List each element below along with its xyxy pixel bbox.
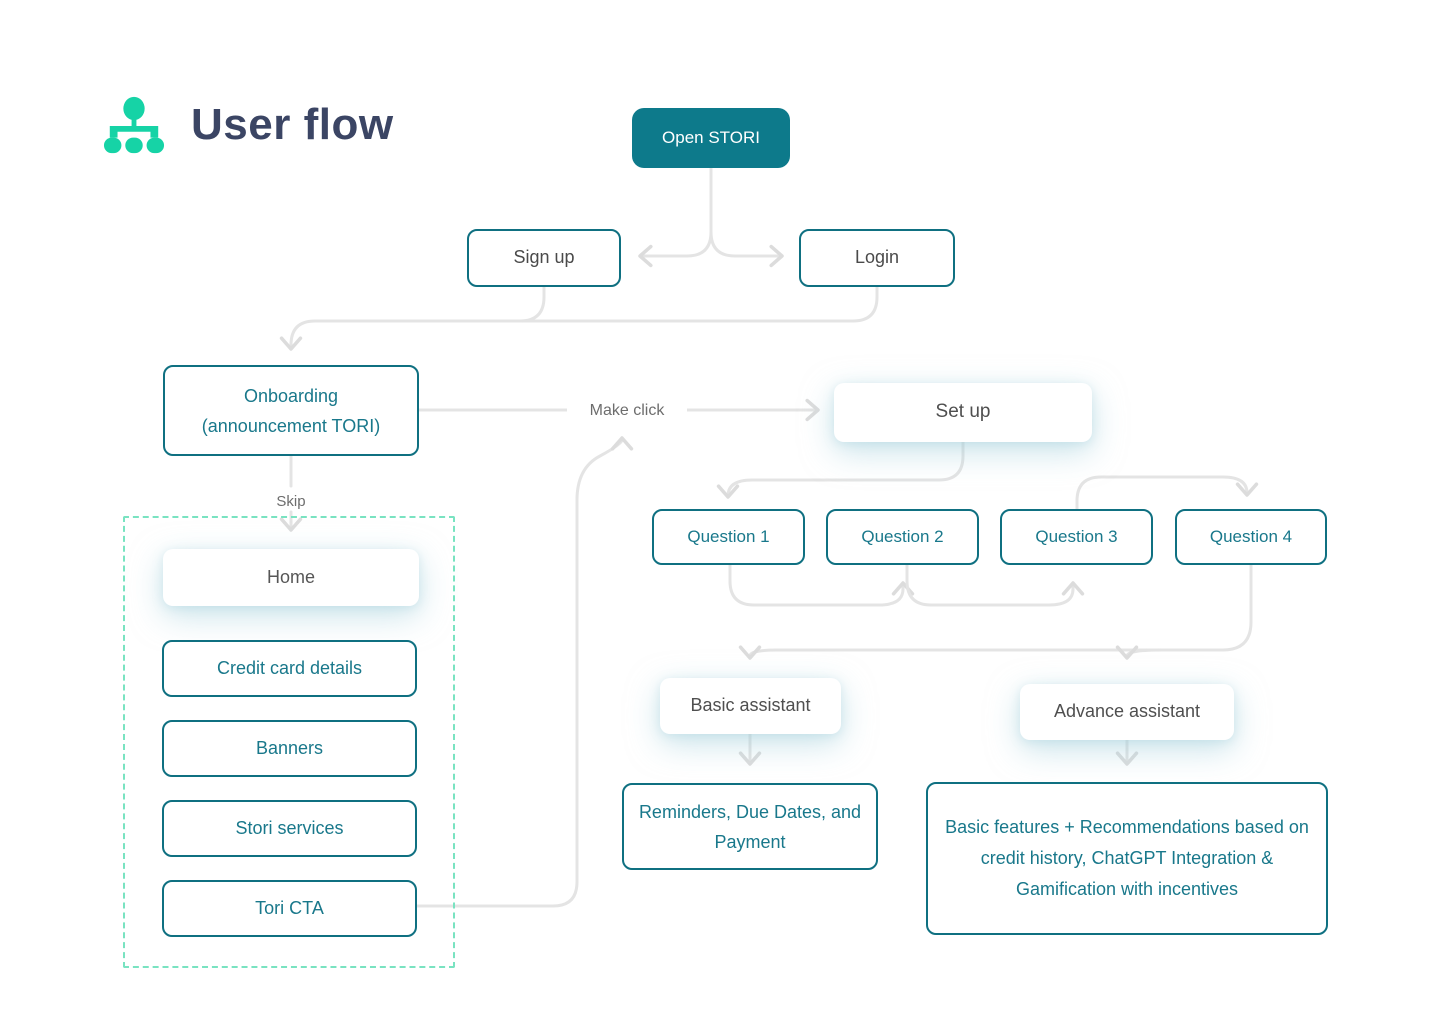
node-login: Login xyxy=(799,229,955,287)
node-banners: Banners xyxy=(162,720,417,777)
node-home: Home xyxy=(163,549,419,606)
node-sign-up: Sign up xyxy=(467,229,621,287)
node-advance-assistant: Advance assistant xyxy=(1020,684,1234,740)
sitemap-icon xyxy=(103,96,165,154)
brand-header: User flow xyxy=(103,96,394,154)
node-question-1: Question 1 xyxy=(652,509,805,565)
edge-label-skip: Skip xyxy=(251,493,331,510)
node-open-stori: Open STORI xyxy=(632,108,790,168)
node-onboarding: Onboarding (announcement TORI) xyxy=(163,365,419,456)
edge-label-make-click: Make click xyxy=(567,402,687,420)
node-onboarding-line2: (announcement TORI) xyxy=(201,415,381,436)
node-reminders-due-dates-payment: Reminders, Due Dates, and Payment xyxy=(622,783,878,870)
node-onboarding-line1: Onboarding xyxy=(243,385,339,406)
node-basic-assistant: Basic assistant xyxy=(660,678,841,734)
node-question-3: Question 3 xyxy=(1000,509,1153,565)
node-advanced-features: Basic features + Recommendations based o… xyxy=(926,782,1328,935)
node-question-2: Question 2 xyxy=(826,509,979,565)
node-stori-services: Stori services xyxy=(162,800,417,857)
node-set-up: Set up xyxy=(834,383,1092,442)
page-title: User flow xyxy=(191,100,394,149)
node-credit-card-details: Credit card details xyxy=(162,640,417,697)
node-tori-cta: Tori CTA xyxy=(162,880,417,937)
node-question-4: Question 4 xyxy=(1175,509,1327,565)
